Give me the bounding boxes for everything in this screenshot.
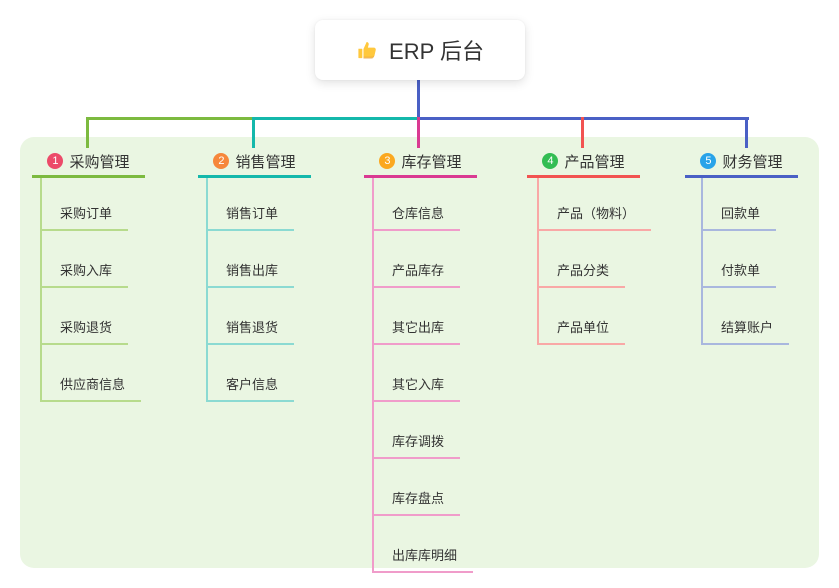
branch-purchase: 1 采购管理 采购订单 采购入库 采购退货 供应商信息: [32, 147, 145, 402]
subtopic-payment-bill[interactable]: 付款单: [703, 231, 777, 288]
topic-label: 库存管理: [401, 153, 462, 171]
subtopic-sales-order[interactable]: 销售订单: [208, 178, 295, 231]
drop-line-product: [581, 117, 584, 148]
subtopic-supplier-info[interactable]: 供应商信息: [42, 345, 142, 402]
topic-label: 销售管理: [235, 153, 296, 171]
number-badge: 4: [542, 153, 559, 169]
topic-purchase[interactable]: 1 采购管理: [32, 147, 145, 178]
subtopic-stock-transfer[interactable]: 库存调拨: [374, 402, 461, 459]
topic-label: 产品管理: [564, 153, 625, 171]
number-badge: 3: [379, 153, 396, 169]
subtopic-purchase-order[interactable]: 采购订单: [42, 178, 129, 231]
drop-line-purchase: [86, 117, 89, 148]
subtopic-product-unit[interactable]: 产品单位: [539, 288, 626, 345]
subtopic-purchase-return[interactable]: 采购退货: [42, 288, 129, 345]
topic-product[interactable]: 4 产品管理: [527, 147, 640, 178]
root-stem-line: [417, 80, 420, 119]
subtopic-product-stock[interactable]: 产品库存: [374, 231, 461, 288]
bus-segment-purchase: [86, 117, 253, 120]
children-group: 采购订单 采购入库 采购退货 供应商信息: [40, 178, 145, 402]
subtopic-other-inbound[interactable]: 其它入库: [374, 345, 461, 402]
topic-finance[interactable]: 5 财务管理: [685, 147, 798, 178]
number-badge: 1: [47, 153, 64, 169]
branch-finance: 5 财务管理 回款单 付款单 结算账户: [685, 147, 798, 345]
branch-inventory: 3 库存管理 仓库信息 产品库存 其它出库 其它入库 库存调拨 库存盘点 出库库…: [364, 147, 477, 573]
subtopic-warehouse-info[interactable]: 仓库信息: [374, 178, 461, 231]
subtopic-product-material[interactable]: 产品（物料）: [539, 178, 652, 231]
root-topic-label: ERP 后台: [389, 39, 484, 64]
children-group: 产品（物料） 产品分类 产品单位: [537, 178, 652, 345]
topic-inventory[interactable]: 3 库存管理: [364, 147, 477, 178]
drop-line-sales: [252, 117, 255, 148]
topic-label: 采购管理: [69, 153, 130, 171]
subtopic-outbound-detail[interactable]: 出库库明细: [374, 516, 474, 573]
children-group: 仓库信息 产品库存 其它出库 其它入库 库存调拨 库存盘点 出库库明细: [372, 178, 477, 573]
topic-sales[interactable]: 2 销售管理: [198, 147, 311, 178]
root-topic-erp-backend[interactable]: ERP 后台: [315, 20, 525, 80]
subtopic-receipt-bill[interactable]: 回款单: [703, 178, 777, 231]
subtopic-sales-return[interactable]: 销售退货: [208, 288, 295, 345]
drop-line-finance: [745, 117, 748, 148]
bus-segment-sales: [253, 117, 418, 120]
children-group: 回款单 付款单 结算账户: [701, 178, 798, 345]
branches-background-panel: [20, 137, 819, 568]
subtopic-product-category[interactable]: 产品分类: [539, 231, 626, 288]
branch-product: 4 产品管理 产品（物料） 产品分类 产品单位: [527, 147, 652, 345]
subtopic-settlement-account[interactable]: 结算账户: [703, 288, 790, 345]
subtopic-customer-info[interactable]: 客户信息: [208, 345, 295, 402]
thumbs-up-icon: [356, 39, 379, 62]
topic-label: 财务管理: [722, 153, 783, 171]
children-group: 销售订单 销售出库 销售退货 客户信息: [206, 178, 311, 402]
subtopic-stock-count[interactable]: 库存盘点: [374, 459, 461, 516]
subtopic-other-outbound[interactable]: 其它出库: [374, 288, 461, 345]
subtopic-sales-outbound[interactable]: 销售出库: [208, 231, 295, 288]
number-badge: 5: [700, 153, 717, 169]
subtopic-purchase-inbound[interactable]: 采购入库: [42, 231, 129, 288]
branch-sales: 2 销售管理 销售订单 销售出库 销售退货 客户信息: [198, 147, 311, 402]
drop-line-inventory: [417, 117, 420, 148]
number-badge: 2: [213, 153, 230, 169]
